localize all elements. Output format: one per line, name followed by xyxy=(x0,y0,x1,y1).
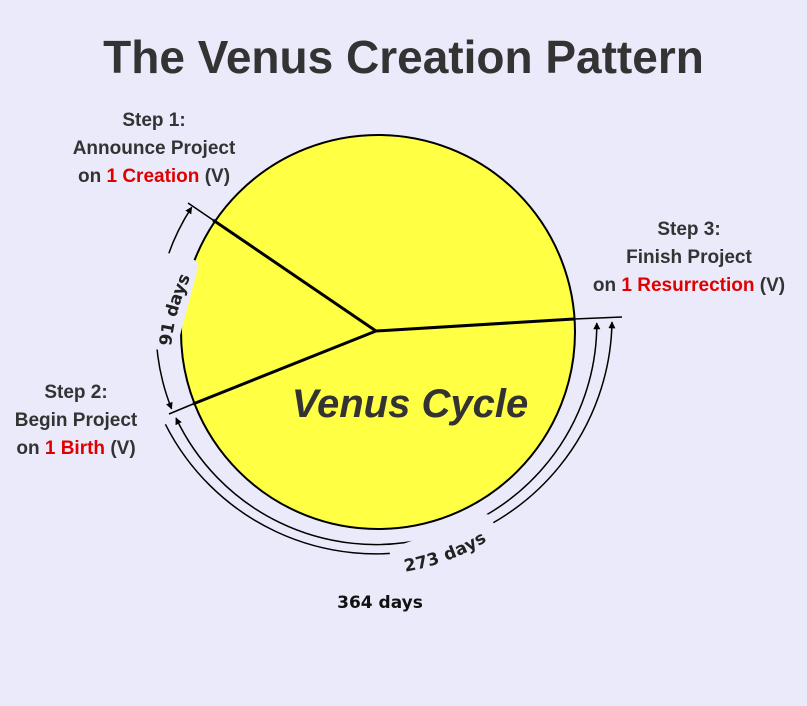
page-title: The Venus Creation Pattern xyxy=(103,31,704,83)
step-2-heading: Step 2: xyxy=(44,382,108,403)
step-3-suffix: (V) xyxy=(759,275,786,296)
step-3-action: Finish Project xyxy=(626,247,752,268)
step-2-action: Begin Project xyxy=(14,410,138,431)
step-2-suffix: (V) xyxy=(110,438,136,459)
step-1-heading: Step 1: xyxy=(122,110,186,131)
step-3-heading: Step 3: xyxy=(657,219,721,240)
step-1-suffix: (V) xyxy=(204,166,231,187)
step-3-date: 1 Resurrection xyxy=(621,275,755,296)
radius-step1 xyxy=(212,218,377,333)
step-1-date-line: on 1 Creation (V) xyxy=(54,163,254,191)
step-2-prefix: on xyxy=(16,438,40,459)
step-1-prefix: on xyxy=(77,166,102,187)
center-label: Venus Cycle xyxy=(292,382,528,426)
step-3-label: Step 3: Finish Project on 1 Resurrection… xyxy=(575,216,803,300)
step-3-date-line: on 1 Resurrection (V) xyxy=(575,272,803,300)
label-mask-91 xyxy=(139,253,199,353)
label-mask-273 xyxy=(389,514,499,576)
step-3-prefix: on xyxy=(592,275,617,296)
step-1-label: Step 1: Announce Project on 1 Creation (… xyxy=(54,107,254,191)
tick-step3 xyxy=(573,316,623,320)
step-1-action: Announce Project xyxy=(72,138,236,159)
step-2-label: Step 2: Begin Project on 1 Birth (V) xyxy=(0,379,152,463)
step-1-date: 1 Creation xyxy=(106,166,200,187)
step-2-date: 1 Birth xyxy=(44,438,106,459)
tick-step1 xyxy=(187,202,214,221)
step-2-date-line: on 1 Birth (V) xyxy=(0,435,152,463)
tick-step2 xyxy=(168,403,194,415)
label-364-days: 364 days xyxy=(337,593,423,613)
